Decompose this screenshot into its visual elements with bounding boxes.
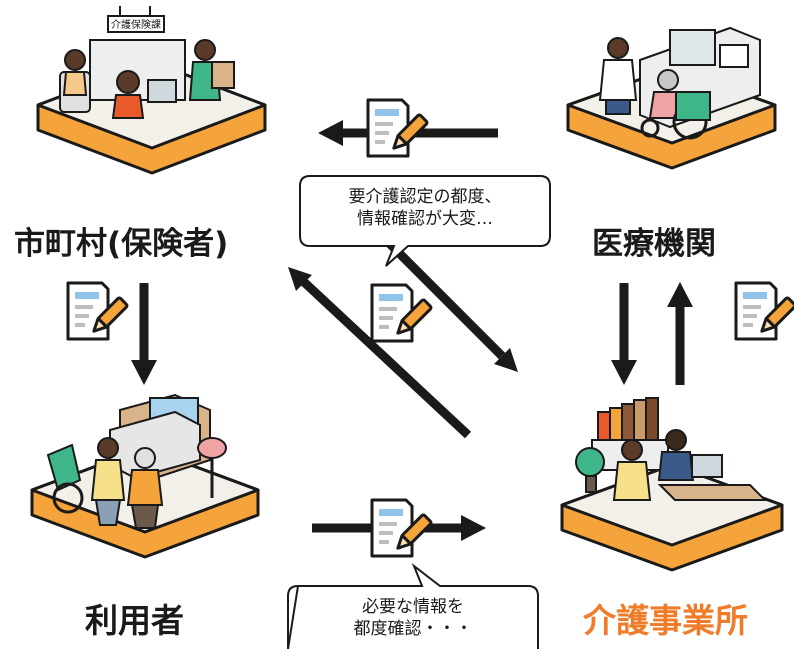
care-office-label: 介護事業所: [583, 601, 748, 640]
document-icon-left: [66, 281, 130, 341]
arrow-municipality-to-care: [384, 238, 518, 372]
user-scene: [30, 393, 260, 559]
document-icon-top: [366, 98, 430, 158]
bubble-top-line2: 情報確認が大変…: [357, 209, 493, 229]
municipality-scene: 介護保険課: [36, 6, 267, 175]
bubble-top-line1: 要介護認定の都度、: [348, 187, 502, 207]
bubble-bottom-line2: 都度確認・・・: [353, 619, 473, 639]
medical-scene: [566, 26, 777, 170]
document-icon-bottom: [370, 498, 434, 558]
medical-label: 医療機関: [592, 226, 716, 262]
arrow-municipality-to-user: [131, 283, 157, 385]
arrow-care-to-municipality: [288, 267, 472, 439]
arrow-care-to-medical: [667, 282, 693, 385]
bubble-top-text: 要介護認定の都度、 情報確認が大変…: [300, 186, 550, 230]
care-office-scene: [560, 397, 784, 572]
document-icon-right: [734, 281, 794, 341]
document-icon-center: [370, 283, 434, 343]
bubble-bottom-line1: 必要な情報を: [362, 597, 464, 617]
speech-bubble-bottom: [287, 562, 539, 649]
user-label: 利用者: [85, 601, 184, 640]
bubble-bottom-text: 必要な情報を 都度確認・・・: [288, 596, 538, 640]
desk-sign: 介護保険課: [111, 18, 161, 31]
municipality-label: 市町村(保険者): [14, 226, 229, 262]
speech-bubble-top: [299, 175, 551, 267]
arrow-medical-to-care: [611, 283, 637, 385]
